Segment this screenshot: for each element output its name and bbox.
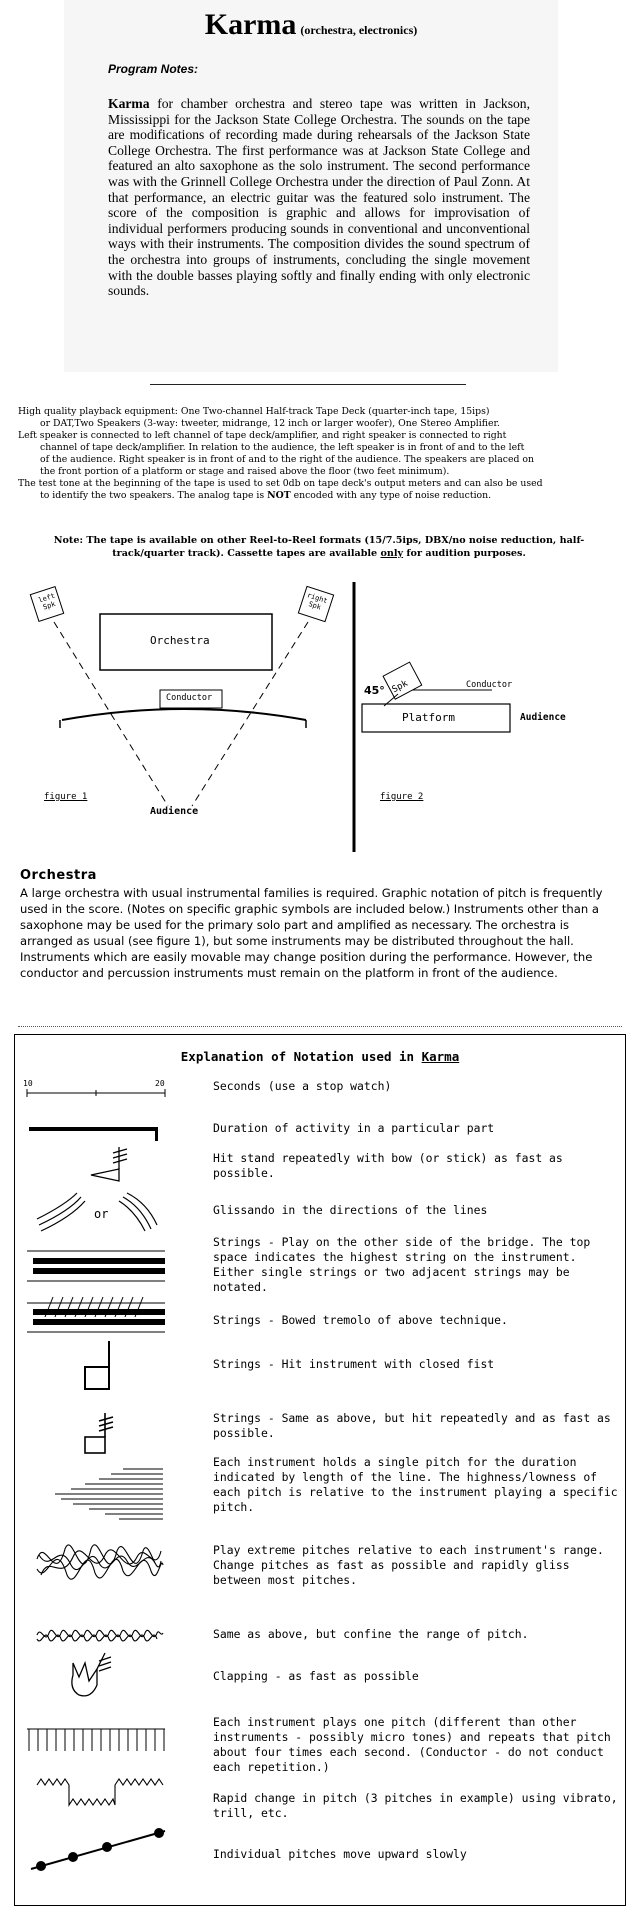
vibrato-symbol	[36, 1778, 164, 1807]
bridge-strings-symbol	[27, 1250, 165, 1282]
conductor-box	[159, 689, 223, 709]
page-title: Karma	[204, 8, 297, 41]
legend-desc-bridge: Strings - Play on the other side of the …	[213, 1235, 591, 1294]
program-notes-panel: Karma (orchestra, electronics) Program N…	[64, 0, 558, 372]
program-notes-text: Karma for chamber orchestra and stereo t…	[108, 96, 530, 299]
notes-lead: Karma	[108, 96, 150, 111]
playback-line: or DAT,Two Speakers (3-way: tweeter, mid…	[40, 418, 500, 429]
legend-desc-repeated: Each instrument plays one pitch (differe…	[213, 1715, 611, 1774]
notation-symbols: 10 20	[23, 1079, 166, 1871]
figure-1-diagram	[29, 585, 335, 807]
extreme-pitches-symbol	[36, 1544, 164, 1580]
title-block: Karma (orchestra, electronics)	[64, 8, 558, 42]
page-subtitle: (orchestra, electronics)	[300, 23, 418, 37]
figure-2-caption: figure 2	[380, 792, 424, 802]
clapping-symbol	[71, 1652, 112, 1697]
legend-desc-hit-stand: Hit stand repeatedly with bow (or stick)…	[213, 1151, 563, 1180]
platform-label: Platform	[402, 711, 455, 724]
orchestra-label: Orchestra	[150, 634, 210, 647]
playback-requirements: High quality playback equipment: One Two…	[18, 406, 626, 502]
duration-bar-symbol	[29, 1127, 158, 1141]
playback-line: Left speaker is connected to left channe…	[18, 430, 507, 441]
tape-format-note: Note: The tape is available on other Ree…	[53, 535, 585, 559]
stage-diagram	[29, 582, 511, 852]
svg-text:10: 10	[23, 1079, 33, 1088]
playback-line: channel of tape deck/amplifier. In relat…	[40, 442, 525, 453]
playback-line: of the audience. Right speaker is in fro…	[40, 454, 534, 465]
orchestra-description: A large orchestra with usual instrumenta…	[20, 886, 603, 980]
right-speaker-icon	[297, 585, 335, 623]
notation-legend: Explanation of Notation used in Karma 10…	[14, 1034, 626, 1906]
svg-text:or: or	[94, 1207, 108, 1221]
legend-desc-extreme: Play extreme pitches relative to each in…	[213, 1543, 604, 1587]
platform-box	[361, 703, 511, 733]
figure-1-caption: figure 1	[44, 792, 88, 802]
figure-2-diagram	[352, 582, 511, 852]
audience-label: Audience	[150, 806, 199, 817]
side-conductor-label: Conductor	[466, 680, 513, 690]
notes-label: Program Notes:	[108, 62, 199, 76]
legend-desc-glissando: Glissando in the directions of the lines	[213, 1203, 488, 1217]
playback-line: the front portion of a platform or stage…	[40, 466, 450, 477]
closed-fist-symbol	[84, 1341, 110, 1390]
legend-desc-seconds: Seconds (use a stop watch)	[213, 1079, 392, 1093]
glissando-symbol: or	[36, 1192, 158, 1232]
repeated-pitches-symbol	[27, 1728, 165, 1751]
playback-line: The test tone at the beginning of the ta…	[18, 478, 543, 489]
legend-desc-fist: Strings - Hit instrument with closed fis…	[213, 1357, 495, 1371]
stage-edge	[61, 708, 307, 721]
held-pitches-symbol	[55, 1468, 163, 1520]
upward-pitches-symbol	[30, 1828, 166, 1871]
legend-desc-held-pitch: Each instrument holds a single pitch for…	[213, 1455, 618, 1514]
left-speaker-icon	[29, 586, 65, 622]
side-speaker-icon	[382, 661, 423, 700]
left-sound-line	[53, 621, 169, 807]
legend-desc-vibrato: Rapid change in pitch (3 pitches in exam…	[213, 1791, 618, 1820]
narrow-range-symbol	[36, 1629, 164, 1642]
side-audience-label: Audience	[520, 712, 566, 723]
notes-divider	[150, 384, 466, 385]
legend-desc-upward: Individual pitches move upward slowly	[213, 1847, 467, 1861]
seconds-timeline-symbol: 10 20	[23, 1079, 166, 1097]
legend-title: Explanation of Notation used in Karma	[180, 1049, 460, 1064]
orchestra-heading: Orchestra	[20, 868, 97, 883]
orchestra-box	[99, 613, 273, 671]
legend-desc-clapping: Clapping - as fast as possible	[213, 1669, 419, 1683]
right-sound-line	[191, 621, 309, 807]
notes-body: for chamber orchestra and stereo tape wa…	[108, 96, 530, 299]
legend-desc-fist-repeated: Strings - Same as above, but hit repeate…	[213, 1411, 611, 1440]
legend-desc-narrow: Same as above, but confine the range of …	[213, 1627, 529, 1641]
legend-desc-duration: Duration of activity in a particular par…	[213, 1121, 495, 1135]
legend-desc-tremolo: Strings - Bowed tremolo of above techniq…	[213, 1313, 508, 1327]
repeated-fist-symbol	[84, 1413, 114, 1454]
bowed-tremolo-symbol	[27, 1296, 165, 1333]
hit-stand-symbol	[90, 1147, 128, 1182]
angle-label: 45°	[364, 684, 385, 697]
playback-line: to identify the two speakers. The analog…	[40, 490, 492, 501]
svg-text:20: 20	[155, 1079, 165, 1088]
section-divider	[18, 1026, 622, 1027]
conductor-label: Conductor	[166, 693, 213, 703]
playback-line: High quality playback equipment: One Two…	[18, 406, 490, 417]
